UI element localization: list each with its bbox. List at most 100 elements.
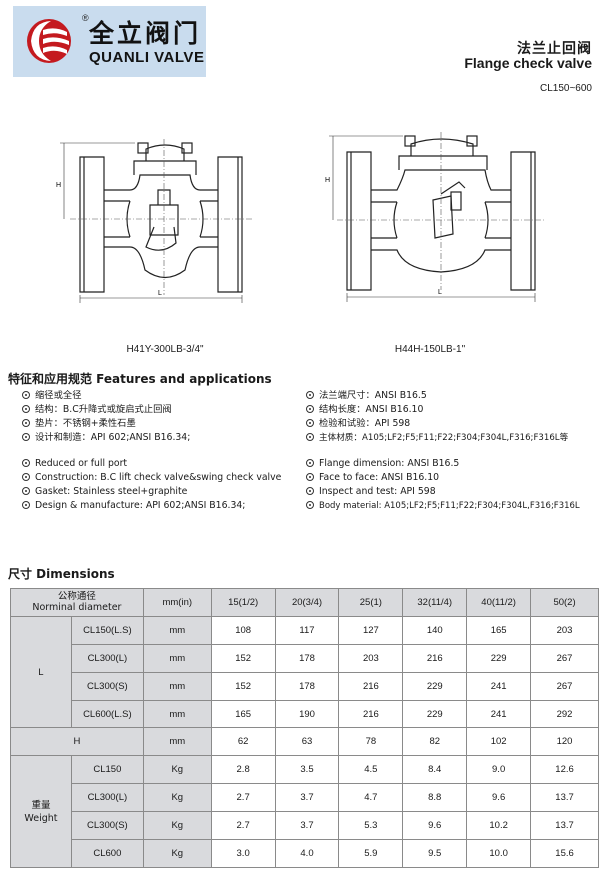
value-cell: 63 — [274, 727, 340, 757]
class-cell: CL300(S) — [70, 671, 144, 701]
dimensions-heading: 尺寸 Dimensions — [8, 567, 115, 581]
table-row: CL300(S) Kg 2.7 3.7 5.3 9.6 10.2 13.7 — [11, 811, 599, 841]
value-cell: 13.7 — [530, 783, 599, 813]
class-cell: CL600 — [70, 839, 144, 868]
value-cell: 12.6 — [530, 755, 599, 785]
lift-check-valve-drawing: H L — [56, 139, 252, 303]
value-cell: 140 — [402, 615, 468, 645]
swing-check-valve-drawing: H L — [325, 132, 545, 302]
table-row: CL300(L) mm 152 178 203 216 229 267 — [11, 643, 599, 673]
value-cell: 229 — [402, 671, 468, 701]
bullet-icon — [306, 419, 314, 427]
value-cell: 152 — [210, 643, 276, 673]
value-cell: 165 — [210, 699, 276, 729]
features-left-cn: 缩径或全径 结构：B.C升降式或旋启式止回阀 垫片：不锈钢+柔性石墨 设计和制造… — [22, 389, 190, 445]
value-cell: 4.7 — [338, 783, 404, 813]
list-item: Gasket: Stainless steel+graphite — [22, 485, 281, 499]
left-drawing-caption: H41Y-300LB-3/4" — [126, 344, 204, 355]
list-item: Face to face: ANSI B16.10 — [306, 471, 580, 485]
value-cell: 108 — [210, 615, 276, 645]
bullet-icon — [306, 459, 314, 467]
brand-name-en: QUANLI VALVE — [89, 49, 205, 66]
table-row: CL300(L) Kg 2.7 3.7 4.7 8.8 9.6 13.7 — [11, 783, 599, 813]
value-cell: 203 — [530, 615, 599, 645]
list-item: 主体材质：A105;LF2;F5;F11;F22;F304;F304L,F316… — [306, 431, 568, 445]
dim-l-label-right: L — [438, 289, 442, 296]
bullet-icon — [22, 433, 30, 441]
bullet-icon — [306, 487, 314, 495]
value-cell: 2.7 — [210, 783, 276, 813]
value-cell: 120 — [530, 727, 599, 757]
value-cell: 4.0 — [274, 839, 340, 868]
value-cell: 203 — [338, 643, 404, 673]
l-group-label: L — [10, 615, 72, 729]
bullet-icon — [22, 487, 30, 495]
dim-h-label-right: H — [325, 177, 330, 184]
class-cell: CL300(L) — [70, 643, 144, 673]
table-row: H mm 62 63 78 82 102 120 — [10, 727, 599, 757]
unit-cell: mm — [142, 727, 212, 757]
unit-cell: mm — [142, 699, 212, 729]
class-cell: CL600(L.S) — [70, 699, 144, 729]
value-cell: 178 — [274, 671, 340, 701]
table-row: CL600(L.S) mm 165 190 216 229 241 292 — [11, 699, 599, 729]
value-cell: 267 — [530, 643, 599, 673]
dim-h-label: H — [56, 182, 61, 189]
value-cell: 3.7 — [274, 783, 340, 813]
value-cell: 9.6 — [402, 811, 468, 841]
value-cell: 241 — [466, 699, 532, 729]
value-cell: 9.0 — [466, 755, 532, 785]
value-cell: 165 — [466, 615, 532, 645]
value-cell: 8.4 — [402, 755, 468, 785]
value-cell: 5.3 — [338, 811, 404, 841]
list-item: 缩径或全径 — [22, 389, 190, 403]
value-cell: 2.7 — [210, 811, 276, 841]
value-cell: 4.5 — [338, 755, 404, 785]
logo: ® 全立阀门 QUANLI VALVE — [13, 6, 206, 77]
list-item: 法兰端尺寸：ANSI B16.5 — [306, 389, 568, 403]
brand-name-cn: 全立阀门 — [89, 19, 202, 48]
size-header: 20(3/4) — [274, 588, 340, 617]
value-cell: 10.0 — [466, 839, 532, 868]
value-cell: 152 — [210, 671, 276, 701]
value-cell: 3.7 — [274, 811, 340, 841]
size-header: 40(11/2) — [466, 588, 532, 617]
list-item: Body material: A105;LF2;F5;F11;F22;F304;… — [306, 499, 580, 513]
bullet-icon — [22, 405, 30, 413]
value-cell: 292 — [530, 699, 599, 729]
table-row: L CL150(L.S) mm 108 117 127 140 165 203 — [10, 615, 599, 729]
unit-cell: Kg — [142, 755, 212, 785]
dim-l-label: L — [158, 290, 162, 297]
table-row: 重量 Weight CL150 Kg 2.8 3.5 4.5 8.4 9.0 1… — [10, 755, 599, 868]
value-cell: 216 — [402, 643, 468, 673]
class-cell: CL150(L.S) — [70, 615, 144, 645]
bullet-icon — [306, 433, 314, 441]
list-item: Construction: B.C lift check valve&swing… — [22, 471, 281, 485]
value-cell: 2.8 — [210, 755, 276, 785]
right-drawing-caption: H44H-150LB-1" — [394, 344, 466, 355]
size-header: 25(1) — [338, 588, 404, 617]
value-cell: 5.9 — [338, 839, 404, 868]
pressure-class-range: CL150~600 — [540, 83, 592, 94]
unit-cell: Kg — [142, 783, 212, 813]
list-item: Design & manufacture: API 602;ANSI B16.3… — [22, 499, 281, 513]
value-cell: 229 — [402, 699, 468, 729]
unit-cell: mm — [142, 643, 212, 673]
list-item: Flange dimension: ANSI B16.5 — [306, 457, 580, 471]
value-cell: 3.5 — [274, 755, 340, 785]
value-cell: 102 — [466, 727, 532, 757]
bullet-icon — [22, 473, 30, 481]
class-cell: CL150 — [70, 755, 144, 785]
value-cell: 229 — [466, 643, 532, 673]
features-left-en: Reduced or full port Construction: B.C l… — [22, 457, 281, 513]
h-label: H — [10, 727, 144, 757]
weight-group-label: 重量 Weight — [10, 755, 72, 868]
bullet-icon — [306, 405, 314, 413]
bullet-icon — [306, 391, 314, 399]
value-cell: 82 — [402, 727, 468, 757]
value-cell: 62 — [210, 727, 276, 757]
bullet-icon — [22, 459, 30, 467]
class-cell: CL300(S) — [70, 811, 144, 841]
list-item: Reduced or full port — [22, 457, 281, 471]
bullet-icon — [306, 501, 314, 509]
